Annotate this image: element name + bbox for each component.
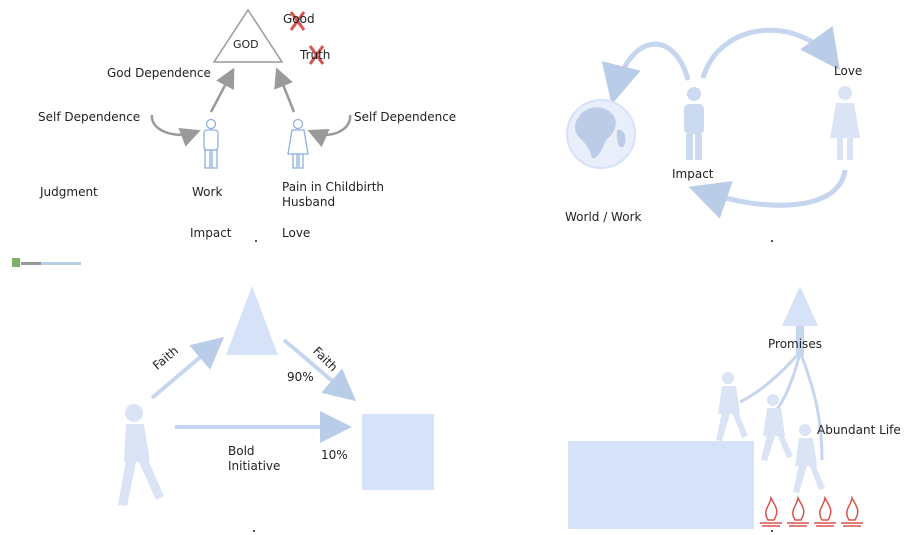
goal-square	[362, 414, 434, 490]
promise-line-1	[739, 351, 802, 404]
pain-label: Pain in Childbirth	[282, 180, 385, 194]
arc-to-world-arrow	[601, 41, 691, 105]
percent-10-label: 10%	[321, 448, 348, 462]
dot-marker-2	[771, 240, 773, 242]
god-triangle	[212, 8, 284, 63]
self-dependence-loop-right	[307, 114, 352, 148]
platform-block	[568, 441, 754, 529]
bold-label: Bold	[228, 444, 255, 458]
walking-man-icon	[118, 404, 164, 506]
arc-to-love-arrow	[700, 25, 840, 79]
fire-icon-2	[787, 495, 809, 527]
woman-filled-icon	[830, 86, 860, 160]
truth-cross-icon	[308, 45, 325, 65]
self-dependence-right-label: Self Dependence	[354, 110, 457, 124]
fire-icon-3	[814, 495, 836, 527]
woman-to-god-arrow	[274, 67, 296, 113]
promise-line-3	[798, 351, 824, 461]
judgment-label: Judgment	[40, 185, 98, 199]
dot-marker	[255, 240, 257, 242]
husband-label: Husband	[282, 195, 336, 209]
fire-icon-4	[841, 495, 863, 527]
promises-stem	[796, 326, 804, 356]
abundant-life-label: Abundant Life	[817, 423, 901, 437]
good-label: Good	[283, 12, 315, 26]
god-label: GOD	[233, 38, 259, 51]
walking-woman-icon-2	[761, 394, 793, 461]
walking-woman-icon-1	[716, 372, 748, 441]
truth-label: Truth	[300, 48, 331, 62]
promises-label: Promises	[768, 337, 822, 351]
god-triangle-filled	[226, 286, 278, 355]
initiative-label: Initiative	[228, 459, 281, 473]
faith-up-arrow	[150, 336, 225, 400]
love-label: Love	[282, 226, 311, 240]
panel-2	[566, 25, 860, 242]
god-triangle-top	[782, 286, 818, 326]
panel-3	[118, 286, 434, 532]
impact-label: Impact	[190, 226, 232, 240]
dot-marker-4	[771, 530, 773, 532]
man-to-god-arrow	[209, 67, 235, 113]
fire-icons	[760, 495, 863, 527]
arc-back-to-impact-arrow	[688, 169, 848, 219]
man-filled-icon	[684, 87, 704, 160]
god-dependence-label: God Dependence	[107, 66, 211, 80]
man-icon	[203, 118, 219, 169]
logo-icon	[12, 258, 81, 267]
walking-woman-icon-3	[793, 424, 825, 493]
self-dependence-left-label: Self Dependence	[38, 110, 141, 124]
self-dependence-loop-left	[150, 114, 201, 147]
panel-4	[568, 286, 863, 532]
promise-line-2	[773, 351, 802, 413]
faith-down-arrow	[282, 338, 357, 402]
love-label-2: Love	[834, 64, 863, 78]
fire-icon-1	[760, 495, 782, 527]
impact-label-2: Impact	[672, 167, 714, 181]
globe-icon	[566, 99, 636, 169]
world-work-label: World / Work	[565, 210, 642, 224]
good-cross-icon	[289, 11, 306, 31]
dot-marker-3	[253, 530, 255, 532]
panel-1	[12, 8, 352, 267]
percent-90-label: 90%	[287, 370, 314, 384]
woman-icon	[287, 118, 309, 169]
work-label: Work	[192, 185, 223, 199]
